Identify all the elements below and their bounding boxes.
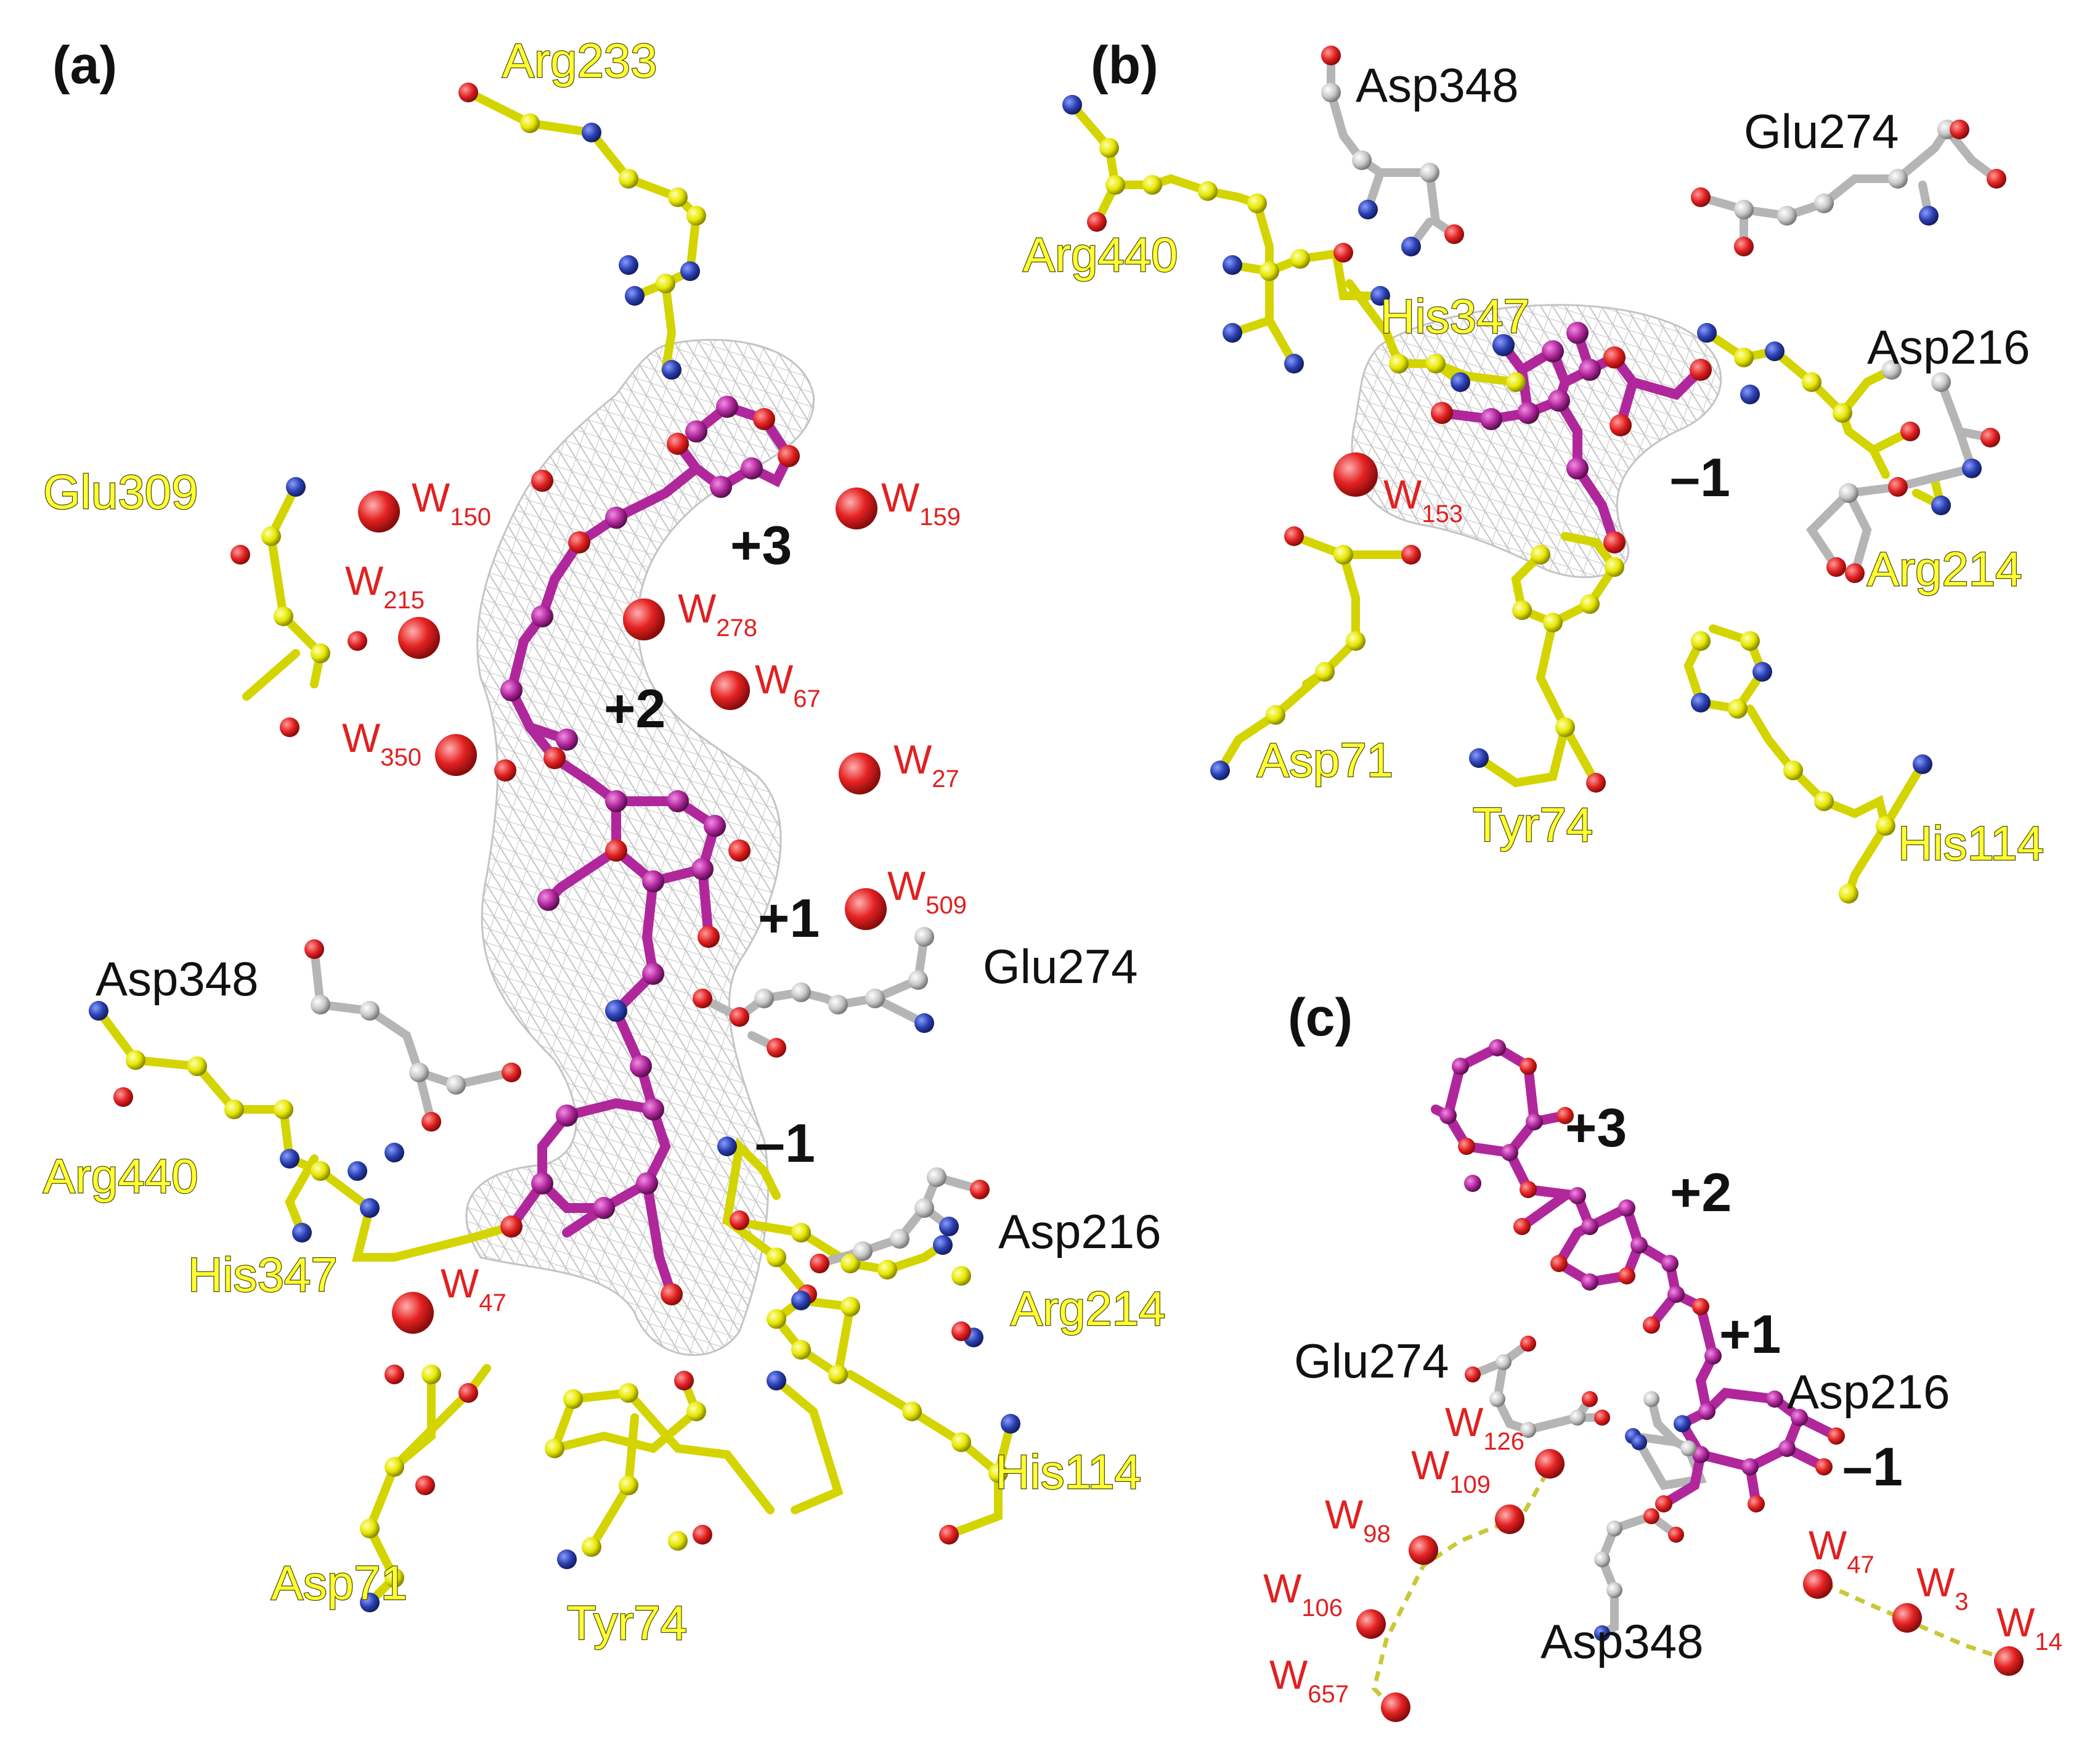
panel-a-water-label: W150 (412, 475, 491, 531)
panel-a-water-label: W27 (893, 737, 959, 793)
panel-a-subsite-plus2: +2 (604, 678, 665, 739)
panel-b-label-tyr74: Tyr74 (1473, 798, 1593, 852)
panel-b-label-his347: His347 (1380, 289, 1530, 343)
panel-b-label-asp71: Asp71 (1257, 733, 1393, 787)
panel-b-label-his114: His114 (1898, 816, 2044, 870)
panel-a-water-spheres (358, 488, 887, 1334)
panel-c-water-label: W47 (1809, 1522, 1874, 1578)
panel-c-water-label: W126 (1445, 1399, 1524, 1455)
panel-c-water-label: W106 (1263, 1565, 1343, 1622)
panel-b-letter: (b) (1091, 36, 1158, 95)
panel-c-water-label: W109 (1411, 1442, 1491, 1498)
panel-a-label-his114: His114 (995, 1445, 1141, 1499)
panel-c-label-glu274: Glu274 (1294, 1334, 1449, 1388)
panel-c-subsite-plus1: +1 (1719, 1304, 1781, 1365)
panel-c-label-asp216: Asp216 (1787, 1365, 1950, 1419)
panel-a-water-label: W350 (342, 715, 421, 771)
panel-a-subsite-minus1: –1 (755, 1112, 815, 1174)
panel-a-subsite-plus3: +3 (730, 515, 792, 576)
panel-b-subsite-minus1: –1 (1670, 447, 1730, 508)
panel-c-atoms (1439, 1039, 1845, 1641)
panel-a-atoms (89, 83, 1020, 1612)
panel-a-subsite-plus1: +1 (758, 888, 820, 949)
panel-a-label-tyr74: Tyr74 (567, 1596, 687, 1650)
panel-a-label-glu274: Glu274 (983, 939, 1138, 994)
panel-c: (c) Glu274 Asp216 Asp348 +3 +2 +1 –1 W12… (1263, 988, 2062, 1722)
panel-a-water-label: W159 (881, 475, 961, 531)
panel-c-hbond-lines (1372, 1472, 2004, 1715)
panel-a-label-asp348: Asp348 (96, 952, 259, 1006)
panel-b-label-arg440: Arg440 (1023, 227, 1178, 282)
panel-b-label-arg214: Arg214 (1867, 542, 2022, 596)
panel-c-subsite-plus3: +3 (1565, 1097, 1627, 1158)
panel-a: (a) Arg233 Glu309 Arg440 His347 Asp71 Ty… (43, 33, 1166, 1651)
panel-a-density-mesh (465, 338, 815, 1357)
panel-b-density-mesh (1351, 304, 1722, 578)
panel-c-catalytic-sticks (1468, 1339, 1707, 1638)
panel-c-label-asp348: Asp348 (1540, 1614, 1704, 1668)
panel-a-label-glu309: Glu309 (43, 465, 198, 519)
panel-a-water-label: W47 (441, 1260, 507, 1316)
panel-a-label-arg233: Arg233 (502, 33, 657, 88)
panel-b-water-sphere (1333, 452, 1378, 497)
panel-a-label-arg214: Arg214 (1011, 1281, 1166, 1336)
panel-b-label-asp216: Asp216 (1867, 320, 2030, 374)
panel-a-label-his347: His347 (188, 1247, 338, 1302)
panel-b-label-asp348: Asp348 (1356, 58, 1519, 112)
panel-b: (b) Arg440 His347 Arg214 Asp71 Tyr74 His… (1022, 36, 2045, 904)
panel-a-water-label: W509 (887, 863, 967, 919)
panel-c-letter: (c) (1288, 988, 1353, 1047)
panel-b-label-glu274: Glu274 (1744, 104, 1899, 158)
panel-a-label-arg440: Arg440 (43, 1149, 198, 1203)
panel-c-water-spheres (1356, 1449, 2024, 1722)
panel-a-label-asp71: Asp71 (271, 1556, 407, 1610)
panel-a-water-label: W278 (678, 586, 757, 642)
panel-a-label-asp216: Asp216 (998, 1204, 1162, 1259)
panel-b-atoms (1062, 46, 2006, 904)
panel-a-water-label: W67 (755, 656, 821, 712)
panel-c-subsite-minus1: –1 (1842, 1436, 1903, 1497)
panel-c-subsite-plus2: +2 (1670, 1162, 1732, 1223)
panel-c-water-label: W98 (1325, 1492, 1391, 1548)
panel-a-water-label: W215 (345, 558, 425, 614)
panel-c-water-label: W657 (1269, 1652, 1349, 1708)
panel-c-water-label: W3 (1916, 1559, 1969, 1615)
panel-c-water-label: W14 (1996, 1599, 2062, 1655)
panel-b-water-label: W153 (1383, 471, 1463, 528)
panel-a-letter: (a) (52, 36, 117, 95)
